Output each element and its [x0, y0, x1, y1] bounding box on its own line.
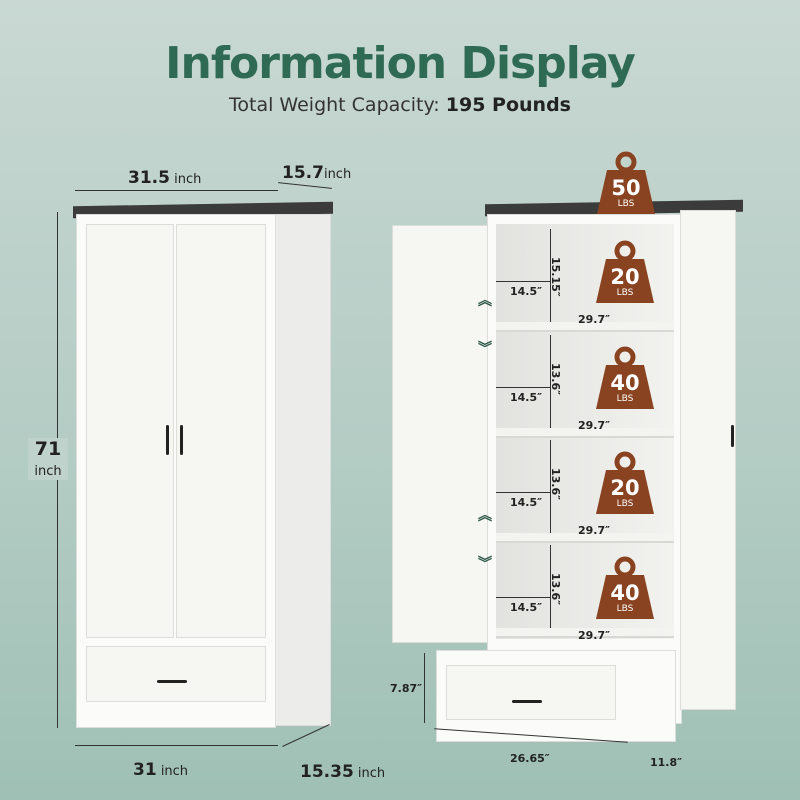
- page-title: Information Display: [165, 38, 636, 89]
- depth-dim: 15.7inch: [282, 163, 352, 183]
- base-width-line: [75, 745, 278, 746]
- shelf: [496, 428, 674, 438]
- drawer-face[interactable]: [446, 665, 616, 720]
- right-door-open[interactable]: [680, 210, 736, 710]
- left-door[interactable]: [86, 224, 174, 638]
- depth-line: [496, 281, 550, 282]
- weight-icon: [596, 240, 654, 303]
- compartment-width: 29.7″: [578, 313, 611, 326]
- shelf: [496, 322, 674, 332]
- weight-value: 40: [610, 371, 640, 395]
- weight-badge: 20 LBS: [592, 450, 658, 516]
- page-subtitle: Total Weight Capacity: 195 Pounds: [0, 94, 800, 116]
- weight-icon: [596, 556, 654, 619]
- compartment-depth: 14.5″: [510, 391, 543, 404]
- weight-unit: LBS: [616, 604, 634, 614]
- door-handle-right[interactable]: [180, 425, 183, 455]
- depth-line: [496, 597, 550, 598]
- height-line: [550, 545, 551, 628]
- compartment-depth: 14.5″: [510, 496, 543, 509]
- door-handle[interactable]: [731, 425, 734, 447]
- weight-badge-top: 50 LBS: [593, 150, 659, 216]
- weight-icon: [596, 346, 654, 409]
- weight-value: 50: [611, 176, 641, 200]
- width-dim: 31.5 inch: [128, 168, 202, 188]
- weight-value: 40: [610, 581, 640, 605]
- weight-icon: [597, 151, 655, 214]
- base-depth-line: [282, 724, 330, 747]
- weight-badge: 20 LBS: [592, 239, 658, 305]
- weight-unit: LBS: [617, 199, 635, 209]
- depth-line: [496, 387, 550, 388]
- weight-badge: 40 LBS: [592, 555, 658, 621]
- compartment-height: 15.15″: [549, 257, 562, 297]
- drawer-depth-dim: 11.8″: [650, 756, 683, 769]
- weight-icon: [596, 451, 654, 514]
- drawer-height-line: [424, 653, 425, 723]
- compartment-depth: 14.5″: [510, 601, 543, 614]
- drawer-height-dim: 7.87″: [390, 682, 423, 695]
- drawer-width-dim: 26.65″: [510, 752, 550, 765]
- weight-unit: LBS: [616, 499, 634, 509]
- shelf: [496, 533, 674, 543]
- compartment-height: 13.6″: [549, 363, 562, 396]
- chevron-down-icon: ︾: [478, 341, 492, 357]
- chevron-down-icon: ︾: [478, 556, 492, 572]
- capacity-label: Total Weight Capacity:: [229, 94, 440, 116]
- depth-line: [496, 492, 550, 493]
- drawer-handle[interactable]: [157, 680, 187, 683]
- height-line: [550, 440, 551, 533]
- door-handle-left[interactable]: [166, 425, 169, 455]
- right-door[interactable]: [176, 224, 266, 638]
- weight-unit: LBS: [616, 394, 634, 404]
- weight-unit: LBS: [616, 288, 634, 298]
- shelf: [496, 628, 674, 638]
- drawer-handle[interactable]: [512, 700, 542, 703]
- capacity-value: 195 Pounds: [445, 94, 571, 116]
- weight-value: 20: [610, 265, 640, 289]
- compartment-width: 29.7″: [578, 524, 611, 537]
- chevron-up-icon: ︽: [478, 508, 492, 524]
- compartment-height: 13.6″: [549, 468, 562, 501]
- base-depth-dim: 15.35 inch: [300, 762, 386, 782]
- chevron-up-icon: ︽: [478, 293, 492, 309]
- width-line: [75, 190, 278, 191]
- weight-value: 20: [610, 476, 640, 500]
- drawer-front[interactable]: [86, 646, 266, 702]
- weight-badge: 40 LBS: [592, 345, 658, 411]
- cabinet-side: [273, 214, 331, 726]
- base-width-dim: 31 inch: [133, 760, 189, 780]
- compartment-depth: 14.5″: [510, 285, 543, 298]
- compartment-width: 29.7″: [578, 419, 611, 432]
- compartment-height: 13.6″: [549, 573, 562, 606]
- left-door-open[interactable]: [392, 225, 488, 643]
- compartment-width: 29.7″: [578, 629, 611, 642]
- height-line: [550, 229, 551, 322]
- height-line: [550, 335, 551, 428]
- depth-line: [278, 182, 332, 189]
